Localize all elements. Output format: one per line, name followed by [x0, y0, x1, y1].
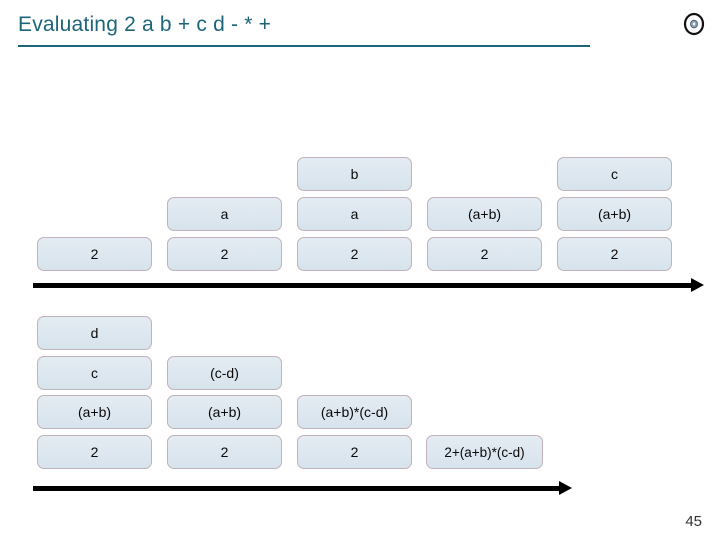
- stack-cell-final-result[interactable]: 2+(a+b)*(c-d): [426, 435, 543, 469]
- lower-time-arrow: [33, 486, 561, 491]
- stack-cell[interactable]: d: [37, 316, 152, 350]
- stack-cell[interactable]: 2: [427, 237, 542, 271]
- stack-cell[interactable]: c: [557, 157, 672, 191]
- lower-time-arrow-head-icon: [559, 481, 572, 495]
- stack-cell[interactable]: 2: [167, 237, 282, 271]
- upper-time-arrow: [33, 283, 693, 288]
- page-title: Evaluating 2 a b + c d - * +: [18, 13, 272, 36]
- stack-cell[interactable]: (a+b): [37, 395, 152, 429]
- stack-cell[interactable]: 2: [167, 435, 282, 469]
- stack-cell[interactable]: (a+b): [557, 197, 672, 231]
- stack-cell[interactable]: (a+b)*(c-d): [297, 395, 412, 429]
- title-underline-rule: [18, 45, 590, 47]
- stack-cell[interactable]: c: [37, 356, 152, 390]
- stack-cell[interactable]: b: [297, 157, 412, 191]
- stack-cell[interactable]: a: [167, 197, 282, 231]
- upper-time-arrow-head-icon: [691, 278, 704, 292]
- disc-icon[interactable]: [682, 12, 706, 36]
- stack-cell[interactable]: 2: [37, 435, 152, 469]
- stack-cell[interactable]: (a+b): [427, 197, 542, 231]
- stack-cell[interactable]: (c-d): [167, 356, 282, 390]
- stack-cell[interactable]: (a+b): [167, 395, 282, 429]
- stack-cell[interactable]: 2: [557, 237, 672, 271]
- stack-cell[interactable]: 2: [297, 435, 412, 469]
- page-number: 45: [685, 513, 702, 530]
- stack-cell[interactable]: a: [297, 197, 412, 231]
- stack-cell[interactable]: 2: [297, 237, 412, 271]
- stack-cell[interactable]: 2: [37, 237, 152, 271]
